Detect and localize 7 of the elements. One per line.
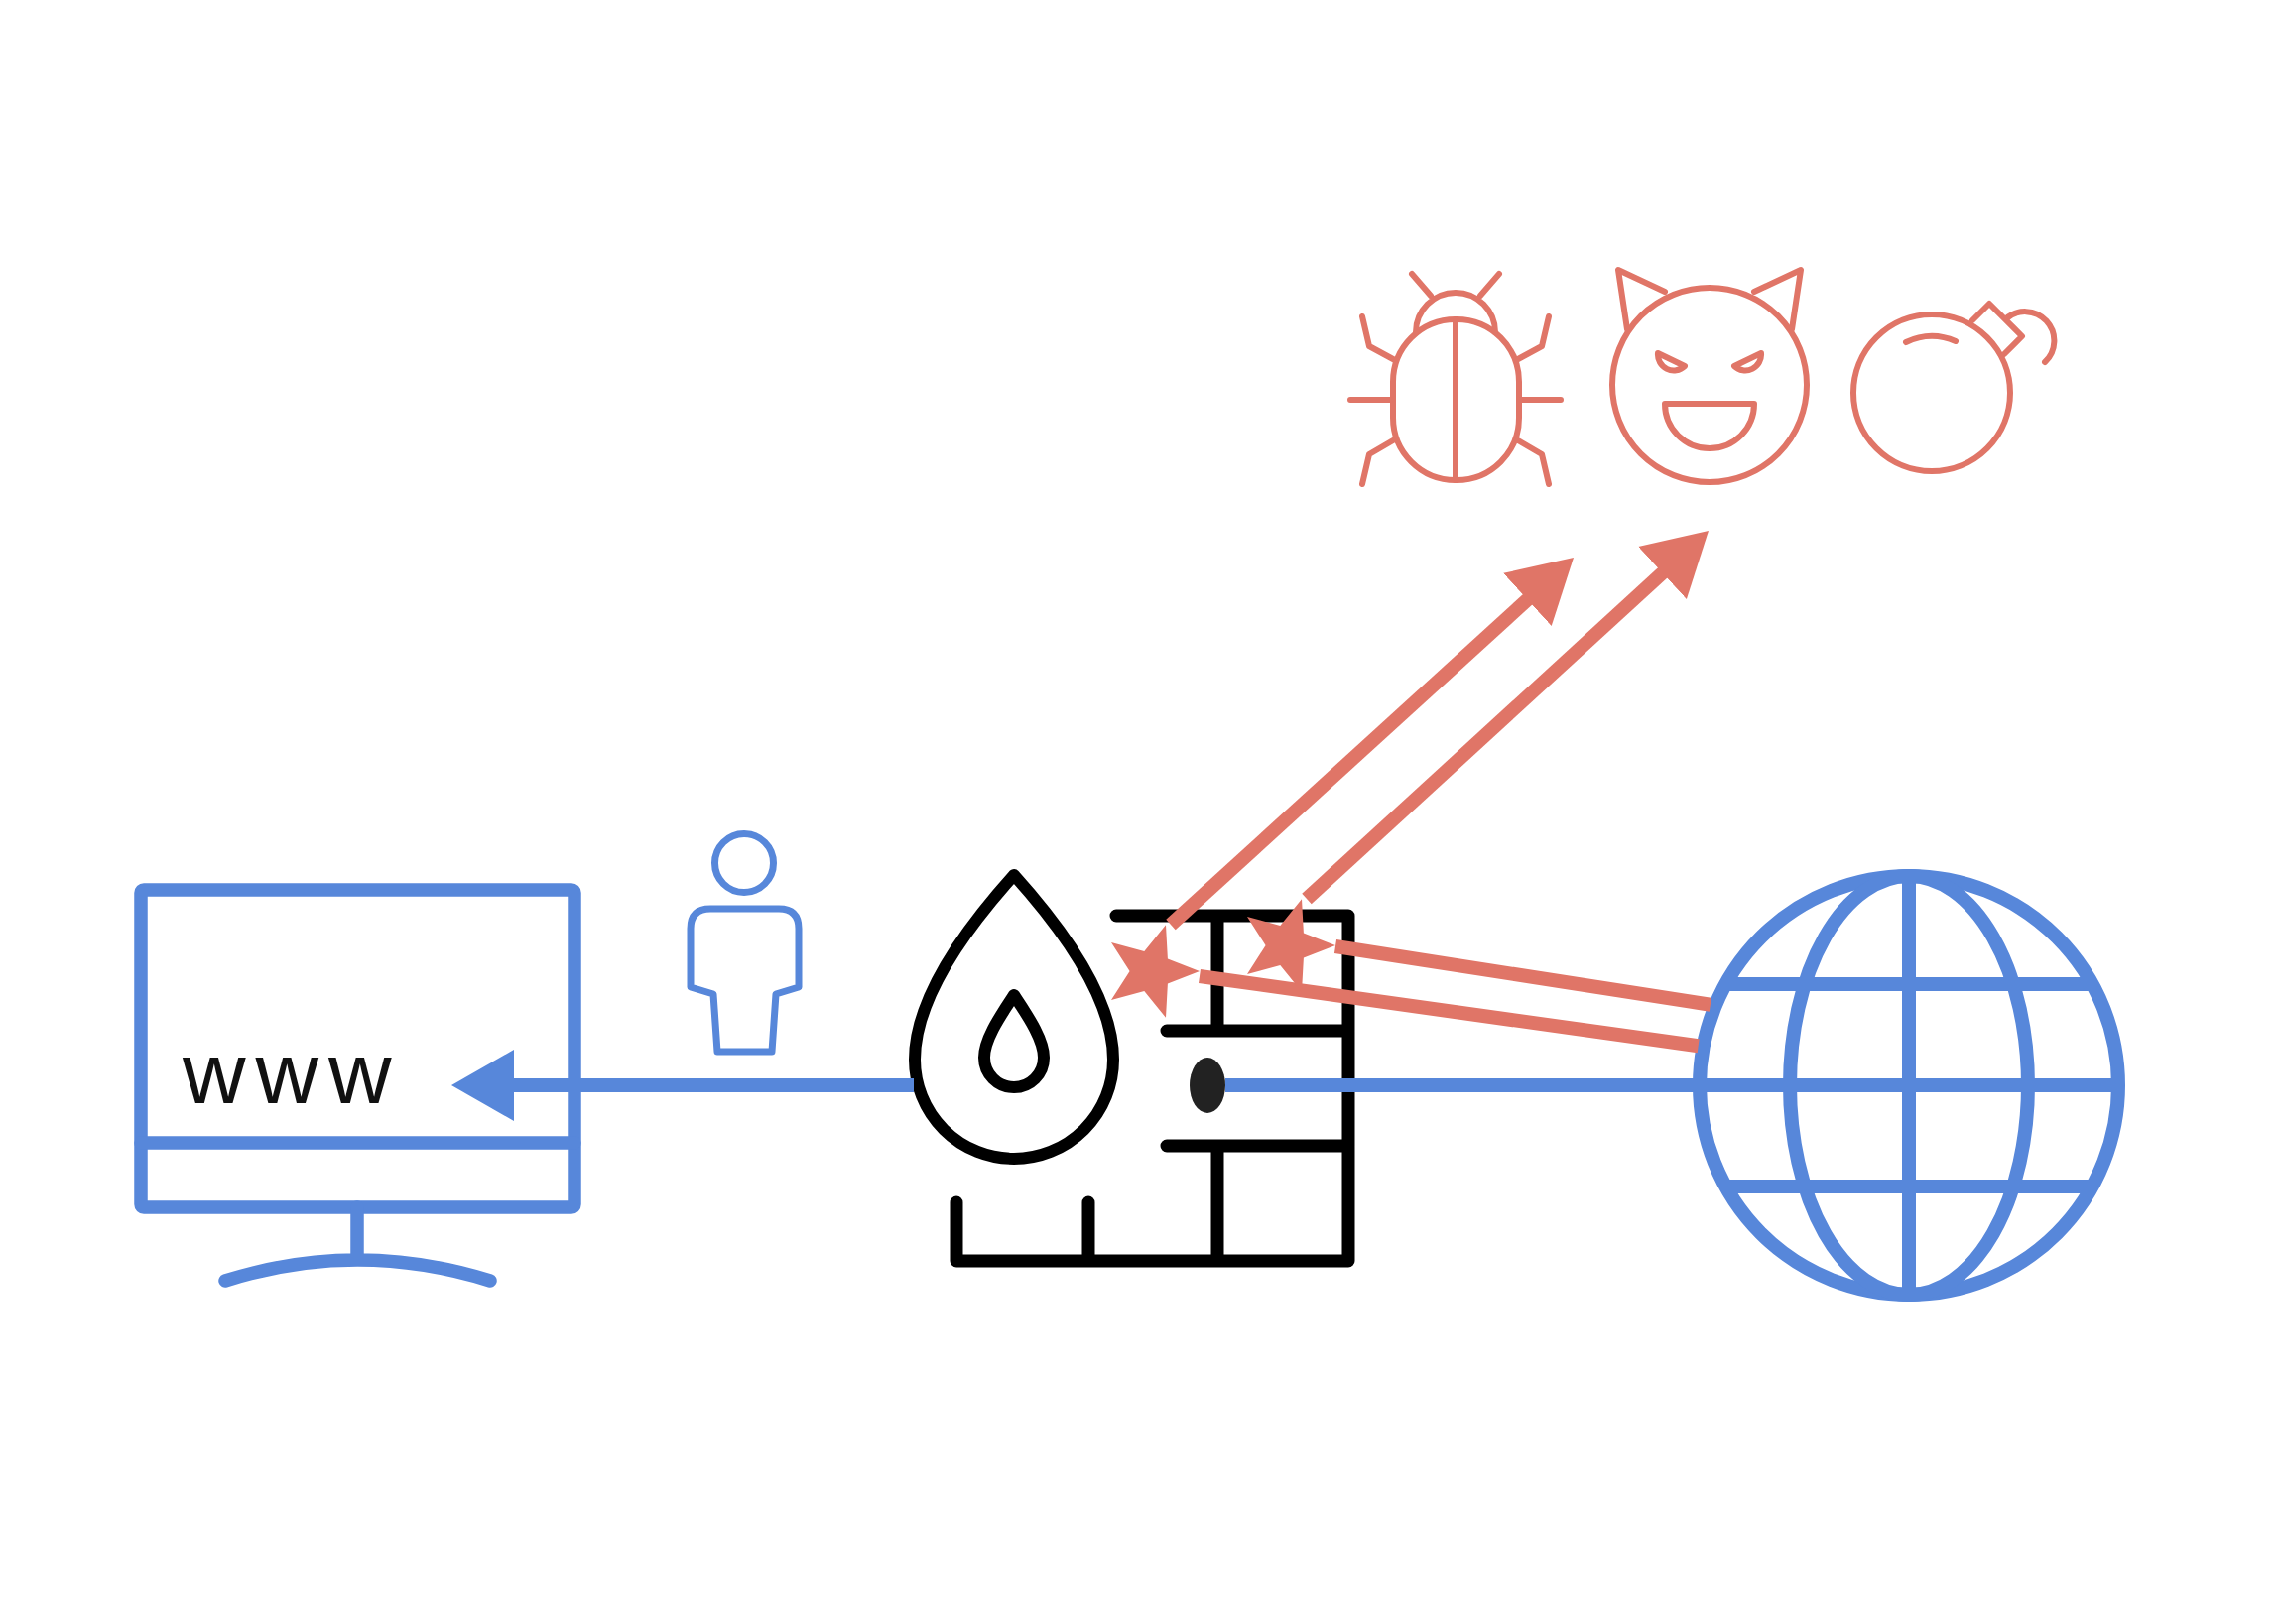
arrow [451, 1050, 914, 1121]
arrow [1302, 531, 1709, 905]
connector-line [1225, 1078, 1695, 1092]
connector-line [1199, 969, 1700, 1054]
screen-text: www [183, 1034, 402, 1113]
connector-line [1333, 939, 1712, 1012]
arrow [1166, 558, 1574, 931]
